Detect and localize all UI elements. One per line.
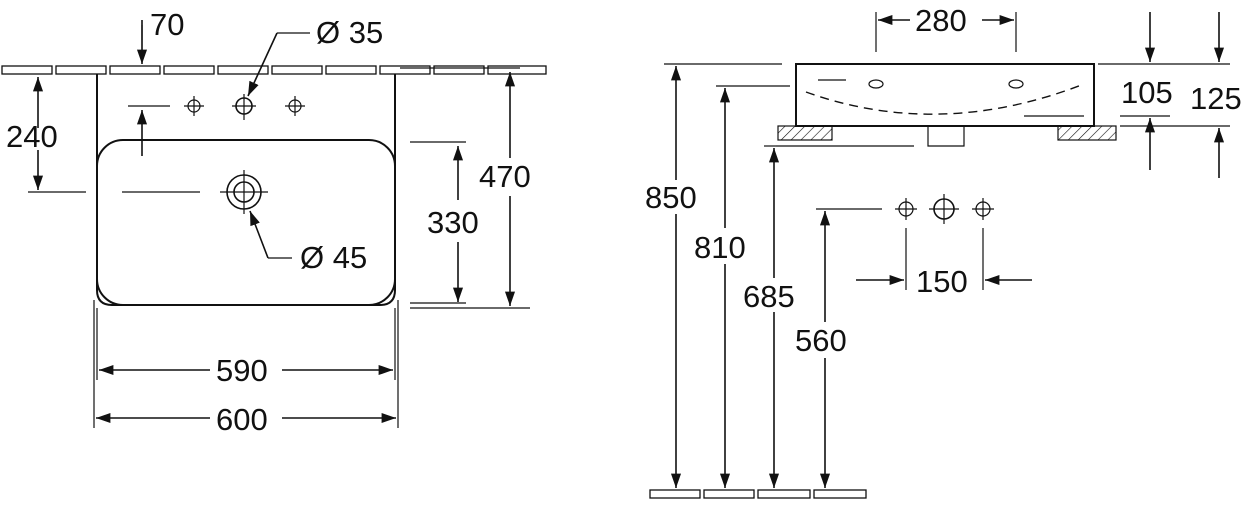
side-view: 280 105 125 85 — [645, 3, 1242, 499]
dim-inner-width: 590 — [216, 353, 268, 388]
dim-total-height: 125 — [1190, 81, 1242, 116]
dim-outer-depth: 470 — [479, 159, 531, 194]
bowl-dashed-profile — [805, 83, 1085, 115]
wall-tiles-top — [1, 65, 547, 75]
dim-height-top: 850 — [645, 180, 697, 215]
dim-inner-depth: 330 — [427, 205, 479, 240]
dim-supply-spacing: 150 — [916, 264, 968, 299]
dim-waste-diameter: Ø 45 — [300, 240, 367, 275]
dim-tap-spacing-top: 280 — [915, 3, 967, 38]
wall-fixing-left — [777, 125, 833, 141]
dim-height-supply: 560 — [795, 323, 847, 358]
tap-hole-center-icon — [232, 94, 256, 120]
supply-hole-left-icon — [895, 198, 917, 220]
bowl-outline — [96, 139, 396, 306]
tap-hole-side-left-icon — [868, 79, 884, 89]
supply-hole-center-icon — [929, 194, 959, 224]
tap-hole-left-icon — [184, 96, 204, 116]
dim-tap-hole-diameter: Ø 35 — [316, 15, 383, 50]
dim-height-bottom: 685 — [743, 279, 795, 314]
top-view: 70 Ø 35 240 Ø 45 330 470 — [1, 7, 547, 437]
supply-holes — [895, 194, 994, 224]
tap-hole-side-right-icon — [1008, 79, 1024, 89]
waste-outlet-icon — [220, 170, 268, 214]
dim-top-hole-offset: 70 — [150, 7, 184, 42]
supply-hole-right-icon — [972, 198, 994, 220]
wall-fixing-right — [1057, 125, 1117, 141]
dim-outer-width: 600 — [216, 402, 268, 437]
basin-profile — [795, 63, 1095, 127]
tap-hole-right-icon — [285, 96, 305, 116]
dim-hole-height: 240 — [6, 119, 58, 154]
dim-height-rim: 810 — [694, 230, 746, 265]
floor-tiles — [649, 489, 867, 499]
dim-bowl-depth: 105 — [1121, 75, 1173, 110]
tap-holes — [128, 94, 305, 120]
